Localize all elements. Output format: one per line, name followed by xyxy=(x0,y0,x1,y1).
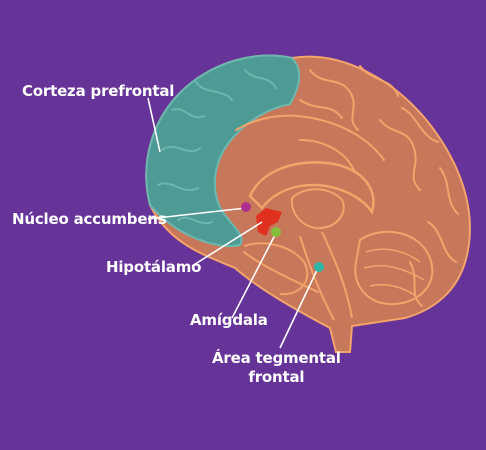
temporal-lobe-outline xyxy=(243,242,309,296)
label-vta-line1: Área tegmental xyxy=(212,349,341,367)
leader-line-hypothalamus xyxy=(191,221,263,267)
leader-line-amygdala xyxy=(231,232,277,319)
vta-marker xyxy=(314,262,324,272)
nucleus-accumbens-marker xyxy=(241,202,251,212)
label-amygdala: Amígdala xyxy=(190,311,268,329)
cerebellum-outline xyxy=(354,230,434,306)
label-nucleus-accumbens: Núcleo accumbens xyxy=(12,210,167,228)
leader-lines xyxy=(147,97,319,349)
corpus-callosum xyxy=(248,161,375,215)
prefrontal-folds xyxy=(157,69,277,225)
label-vta: Área tegmental frontal xyxy=(212,349,341,387)
leader-line-prefrontal xyxy=(147,97,161,153)
cerebellum-folds xyxy=(363,248,425,297)
prefrontal-cortex-region xyxy=(145,54,301,248)
leader-line-nucleus-accumbens xyxy=(147,207,247,220)
thalamus-outline xyxy=(290,188,345,230)
amygdala-marker xyxy=(271,227,281,237)
leader-line-vta xyxy=(279,267,319,349)
label-hypothalamus: Hipotálamo xyxy=(106,258,202,276)
cortex-folds xyxy=(235,65,459,307)
label-vta-line2: frontal xyxy=(248,368,305,386)
hypothalamus-region xyxy=(256,208,282,236)
label-prefrontal-cortex: Corteza prefrontal xyxy=(22,82,175,100)
